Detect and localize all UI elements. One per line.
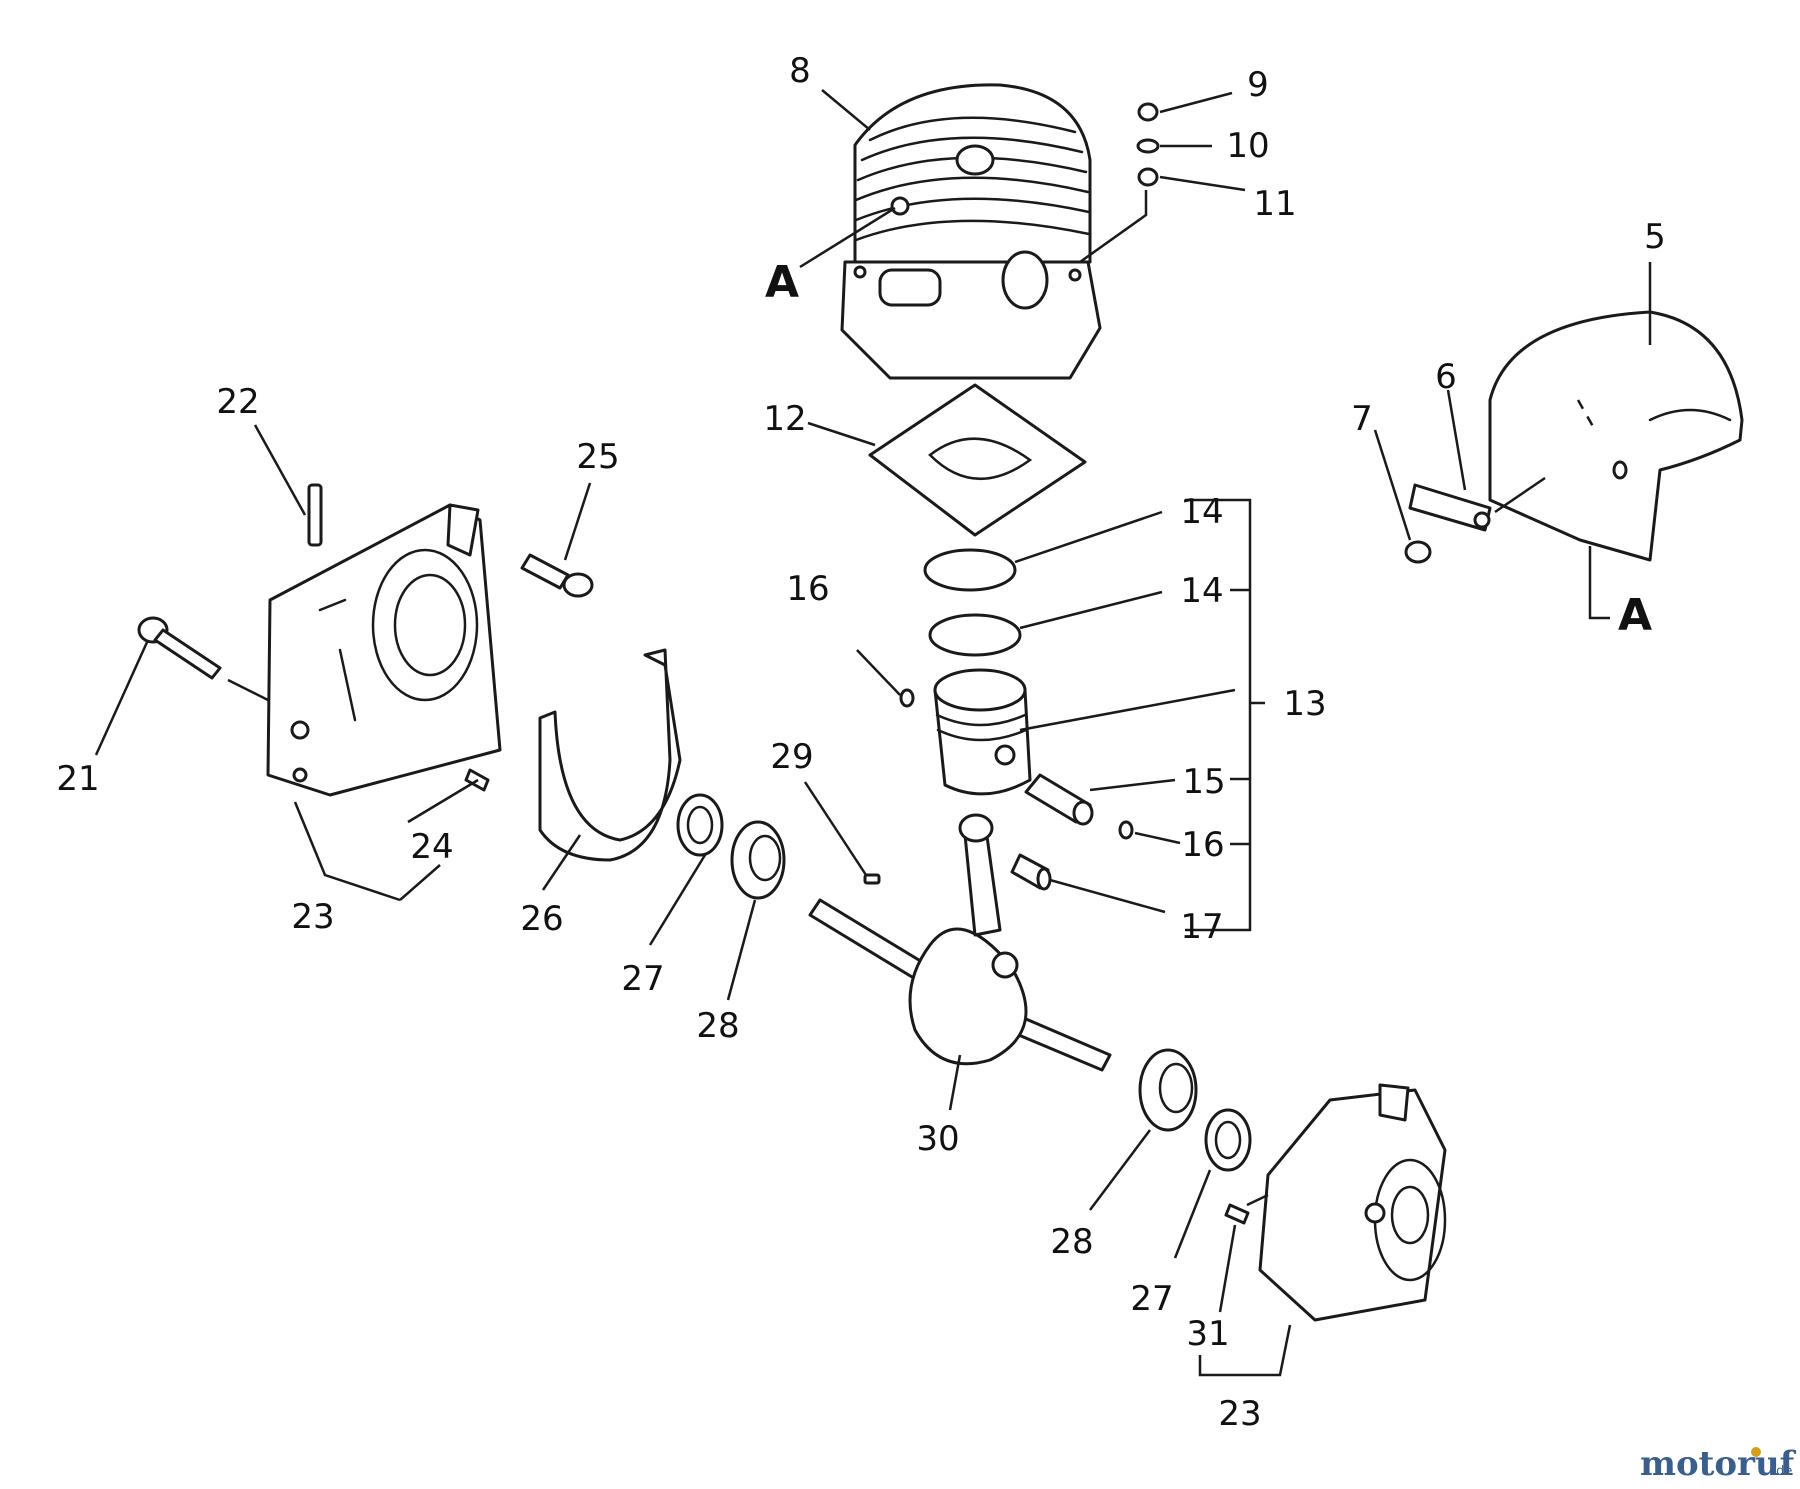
callout-23-right: 23	[1218, 1394, 1261, 1434]
callout-16-left: 16	[786, 569, 829, 609]
callout-15: 15	[1182, 762, 1225, 802]
watermark-domain: .de	[1772, 1464, 1792, 1479]
callout-27-left: 27	[621, 959, 664, 999]
callout-9: 9	[1247, 65, 1269, 105]
bolt-7	[1404, 540, 1432, 564]
bolt-25	[520, 553, 594, 598]
callout-22: 22	[216, 382, 259, 422]
crankcase-gasket	[538, 648, 682, 862]
callout-28-left: 28	[696, 1006, 739, 1046]
callout-17: 17	[1180, 907, 1223, 947]
piston-ring-top	[923, 548, 1017, 592]
piston	[933, 668, 1032, 796]
callout-30: 30	[916, 1119, 959, 1159]
connecting-rod	[958, 813, 1002, 937]
bearing-right	[1138, 1048, 1198, 1132]
crankshaft	[808, 898, 1112, 1072]
callout-13: 13	[1283, 684, 1326, 724]
dowel-pin-31	[1224, 1203, 1250, 1225]
callout-14-bottom: 14	[1180, 571, 1223, 611]
callout-25: 25	[576, 437, 619, 477]
woodruff-key	[863, 873, 881, 885]
bolt-21	[137, 616, 222, 680]
callout-10: 10	[1226, 126, 1269, 166]
callout-8: 8	[789, 51, 811, 91]
callout-31: 31	[1186, 1314, 1229, 1354]
callout-21: 21	[56, 759, 99, 799]
callout-29: 29	[770, 737, 813, 777]
piston-ring-bottom	[928, 613, 1022, 657]
callout-12: 12	[763, 399, 806, 439]
piston-pin	[1024, 773, 1094, 826]
crankcase-right	[1258, 1083, 1447, 1322]
callout-labels: 5 6 7 8 9 10 11 12 13 14 14 15 16 16 17 …	[56, 51, 1665, 1434]
crankcase-left	[266, 503, 502, 797]
bearing-left	[730, 820, 786, 900]
callout-14-top: 14	[1180, 492, 1223, 532]
callout-16-right: 16	[1181, 825, 1224, 865]
cylinder-gasket	[868, 383, 1087, 537]
oil-seal-left	[676, 793, 724, 857]
callout-5: 5	[1644, 217, 1666, 257]
shroud-cover	[1488, 310, 1744, 562]
callout-6: 6	[1435, 357, 1457, 397]
reference-a-shroud: A	[1618, 590, 1652, 641]
watermark-logo: motoruf .de	[1640, 1444, 1797, 1484]
callout-7: 7	[1351, 399, 1373, 439]
oil-seal-right	[1204, 1108, 1252, 1172]
stud-22	[307, 483, 323, 547]
leader-lines	[94, 89, 1652, 1377]
needle-bearing	[1010, 853, 1052, 891]
cylinder-part	[840, 83, 1102, 380]
watermark-dot-icon	[1751, 1447, 1761, 1457]
callout-27-right: 27	[1130, 1279, 1173, 1319]
circlip-right	[1118, 820, 1134, 840]
callout-28-right: 28	[1050, 1222, 1093, 1262]
callout-23-left: 23	[291, 897, 334, 937]
circlip-left	[899, 688, 915, 708]
reference-a-cylinder: A	[765, 257, 799, 308]
nut-washer-stack	[1136, 102, 1160, 187]
watermark-brand: motoruf	[1640, 1444, 1797, 1484]
callout-26: 26	[520, 899, 563, 939]
bracket	[1408, 483, 1492, 532]
callout-24: 24	[410, 827, 453, 867]
callout-11: 11	[1253, 184, 1296, 224]
